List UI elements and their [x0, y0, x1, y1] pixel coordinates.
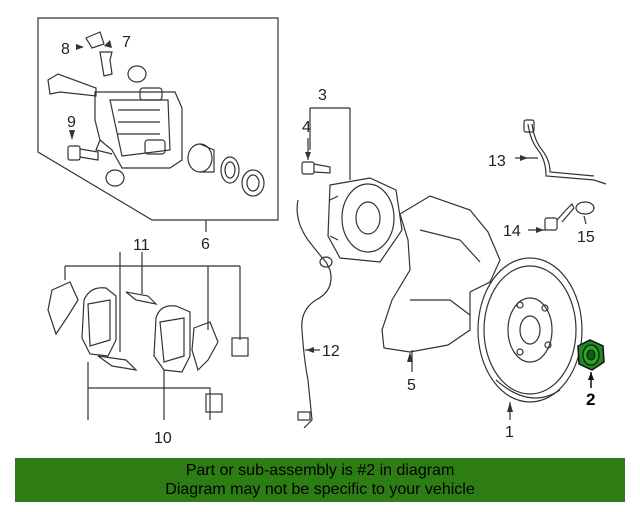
brake-pad-inner — [81, 287, 117, 357]
callout-1: 1 — [505, 424, 514, 441]
banner-line-1: Part or sub-assembly is #2 in diagram — [185, 462, 455, 479]
brake-pad-outer — [153, 305, 191, 373]
callout-15: 15 — [577, 229, 595, 246]
banjo-bolt — [544, 202, 575, 231]
brake-hose — [527, 123, 607, 185]
callout-3: 3 — [318, 87, 327, 104]
callout-6: 6 — [201, 236, 210, 253]
anti-squeal-clip — [231, 337, 249, 357]
callout-9: 9 — [67, 114, 76, 131]
bushing — [105, 169, 125, 187]
callout-12: 12 — [322, 343, 340, 360]
brake-rotor — [477, 257, 583, 403]
hub-bolt — [301, 161, 331, 175]
pad-shim — [125, 291, 158, 305]
caliper-assembly-box — [37, 17, 279, 221]
piston-seal — [220, 156, 240, 184]
pad-clip-left — [47, 281, 79, 336]
guide-bolt — [67, 145, 99, 161]
bleeder-cap — [85, 31, 105, 49]
dust-shield — [381, 195, 501, 353]
pad-clip-right — [191, 321, 219, 372]
callout-10: 10 — [154, 430, 172, 447]
copper-washer — [575, 201, 595, 215]
callout-2: 2 — [586, 390, 595, 409]
callout-5: 5 — [407, 377, 416, 394]
bleeder-screw — [99, 51, 113, 77]
anti-rattle-clip — [205, 393, 223, 413]
hub-bearing — [327, 177, 403, 263]
banner-line-2: Diagram may not be specific to your vehi… — [165, 481, 475, 498]
parts-diagram: 1 2 3 4 5 6 7 8 9 10 11 12 13 14 15 — [37, 17, 607, 447]
boot — [127, 65, 147, 83]
callout-8: 8 — [61, 41, 70, 58]
callout-14: 14 — [503, 223, 521, 240]
callout-4: 4 — [302, 119, 311, 136]
callout-7: 7 — [122, 34, 131, 51]
wear-indicator — [97, 355, 138, 371]
callout-13: 13 — [488, 153, 506, 170]
callout-11: 11 — [133, 237, 150, 254]
info-banner: Part or sub-assembly is #2 in diagram Di… — [15, 458, 625, 502]
abs-wire — [296, 199, 332, 429]
lug-nut-highlighted — [577, 339, 605, 388]
dust-boot — [241, 169, 265, 197]
caliper-body — [47, 73, 183, 169]
